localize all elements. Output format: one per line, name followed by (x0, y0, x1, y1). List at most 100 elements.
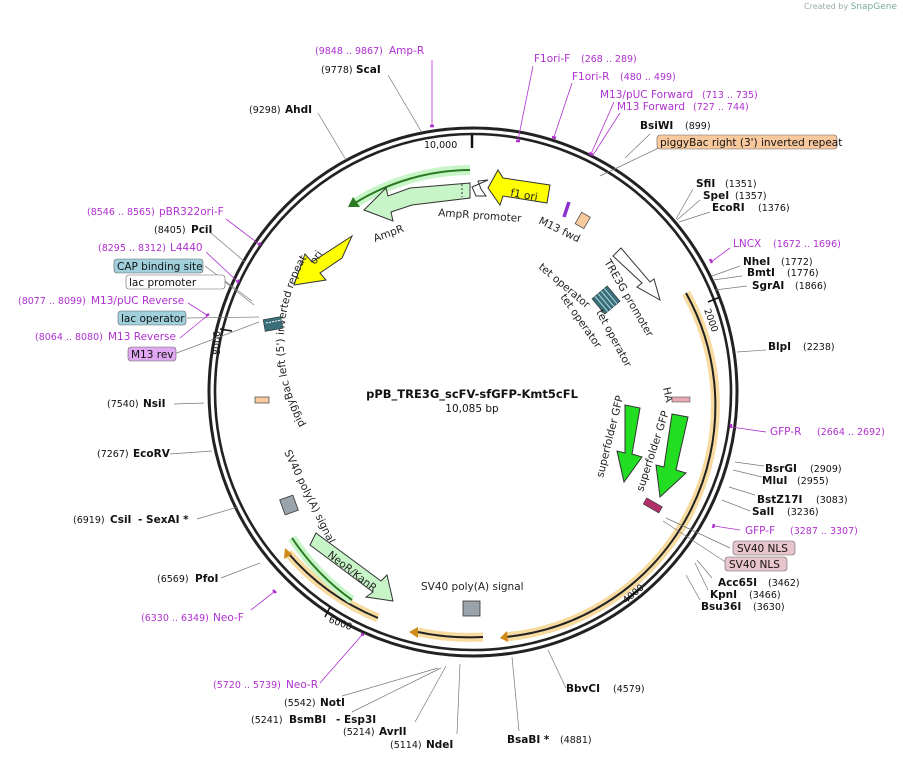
svg-text:Neo-R: Neo-R (286, 679, 318, 691)
orf-arc-right (504, 292, 717, 638)
site-labels: (9778) ScaI (9298) AhdI BsiWI (899) SfiI… (73, 64, 848, 751)
svg-text:(8295 .. 8312): (8295 .. 8312) (98, 243, 166, 254)
m13-fwd-label: M13 fwd (537, 215, 582, 245)
cap-binding-text: CAP binding site (117, 261, 203, 273)
svg-text:(727 .. 744): (727 .. 744) (693, 102, 749, 113)
sv40-polya-label-bottom: SV40 poly(A) signal (421, 581, 524, 593)
site-name: EcoRV (133, 448, 171, 460)
site-pos: (7267) (97, 449, 129, 460)
site-name: BlpI (768, 341, 791, 353)
orf-arc-left-head (284, 548, 292, 559)
f1-ori-arrow (487, 169, 551, 207)
site-pos: (9298) (249, 105, 281, 116)
sv40-nls-text-1: SV40 NLS (737, 543, 788, 555)
site-pos: (7540) (107, 399, 139, 410)
site-pos: (2955) (797, 476, 829, 487)
site-pos: (1357) (735, 191, 767, 202)
site-name: NdeI (426, 739, 453, 751)
site-pos: (6569) (157, 574, 189, 585)
site-leaders (169, 74, 767, 735)
tet-operator-block (591, 285, 621, 315)
svg-text:GFP-R: GFP-R (770, 426, 801, 438)
lac-promoter-text: lac promoter (129, 277, 197, 289)
site-pos: (4881) (560, 735, 592, 746)
primer-marks (205, 124, 733, 637)
site-pos: (1772) (781, 257, 813, 268)
lac-region-stripes (265, 319, 283, 324)
site-pos: (4579) (613, 684, 645, 695)
tre3g-promoter-arrow (612, 247, 661, 302)
site-name: CsiI (110, 514, 131, 526)
site-name: BsiWI (640, 120, 673, 132)
orf-arc-bottom-head (409, 627, 418, 638)
svg-text:M13 Reverse: M13 Reverse (108, 331, 176, 343)
orf-arc-left (287, 552, 379, 619)
ha-feature (671, 396, 691, 403)
svg-text:F1ori-F: F1ori-F (534, 53, 570, 65)
site-name: BsmBI (289, 714, 326, 726)
f1-ori-label: f1 ori (509, 187, 538, 204)
neor-arrow (309, 532, 394, 602)
site-pos: (3083) (816, 495, 848, 506)
site-name: SgrAI (752, 280, 784, 292)
svg-text:M13/pUC Reverse: M13/pUC Reverse (91, 295, 184, 307)
primer-labels: (9848 .. 9867) Amp-R F1ori-F (268 .. 289… (18, 45, 885, 691)
sfgfp-arrow-1 (616, 404, 643, 484)
ampr-orf-arc (354, 169, 471, 204)
svg-text:pBR322ori-F: pBR322ori-F (159, 206, 224, 218)
site-pos: (1351) (725, 179, 757, 190)
site-name: BsaBI * (507, 734, 550, 746)
snapgene-watermark: Created by SnapGene (804, 2, 897, 12)
ori-arrow (293, 234, 354, 286)
site-name: NheI (743, 256, 770, 268)
site-name: - SexAI * (138, 514, 189, 526)
sv40-nls-feature (642, 497, 663, 514)
orf-arc-bottom (417, 631, 484, 639)
site-pos: (5214) (343, 727, 375, 738)
orf-arc-right-head (500, 631, 508, 642)
site-name: BbvCI (566, 683, 600, 695)
primer-leaders (179, 60, 767, 684)
svg-text:(1672 .. 1696): (1672 .. 1696) (773, 239, 841, 250)
sfgfp-arrow-2 (655, 413, 689, 499)
svg-text:M13/pUC Forward: M13/pUC Forward (600, 89, 693, 101)
piggybac-right-text: piggyBac right (3') inverted repeat (660, 137, 842, 149)
site-pos: (2238) (803, 342, 835, 353)
svg-text:Amp-R: Amp-R (389, 45, 424, 57)
svg-text:(2664 .. 2692): (2664 .. 2692) (817, 427, 885, 438)
tet-operator-stripes (594, 288, 618, 312)
svg-text:F1ori-R: F1ori-R (572, 71, 609, 83)
site-pos: (1376) (758, 203, 790, 214)
plasmid-length: 10,085 bp (445, 403, 499, 415)
ha-label: HA (660, 386, 675, 404)
watermark-prefix: Created by (804, 2, 849, 11)
neor-orf-arc (291, 537, 353, 601)
svg-text:(3287 .. 3307): (3287 .. 3307) (790, 526, 858, 537)
svg-text:(8546 .. 8565): (8546 .. 8565) (87, 207, 155, 218)
svg-text:(5720 .. 5739): (5720 .. 5739) (213, 680, 281, 691)
boxed-labels: piggyBac right (3') inverted repeat CAP … (113, 134, 842, 572)
ampr-promoter-arrow (471, 179, 489, 197)
site-name: EcoRI (712, 202, 745, 214)
lac-promoter-box (125, 274, 226, 290)
svg-text:GFP-F: GFP-F (745, 525, 775, 537)
svg-text:(8064 .. 8080): (8064 .. 8080) (35, 332, 103, 343)
site-pos: (2909) (810, 464, 842, 475)
m13-rev-box (127, 346, 177, 362)
site-pos: (3462) (768, 578, 800, 589)
site-name: BsrGI (765, 463, 797, 475)
backbone-inner (213, 132, 733, 652)
site-pos: (1866) (795, 281, 827, 292)
svg-text:(9848 .. 9867): (9848 .. 9867) (315, 46, 383, 57)
sv40-nls-box-2 (724, 556, 788, 572)
cap-binding-box (113, 258, 204, 274)
m13-fwd-feature (562, 201, 571, 218)
site-name: SfiI (696, 178, 715, 190)
svg-text:(6330 .. 6349): (6330 .. 6349) (141, 613, 209, 624)
site-name: Bsu36I (701, 601, 741, 613)
plasmid-name: pPB_TRE3G_scFV-sfGFP-Kmt5cFL (366, 387, 578, 402)
piggybac-right-box (656, 134, 838, 150)
site-name: KpnI (710, 589, 737, 601)
site-pos: (5241) (251, 715, 283, 726)
